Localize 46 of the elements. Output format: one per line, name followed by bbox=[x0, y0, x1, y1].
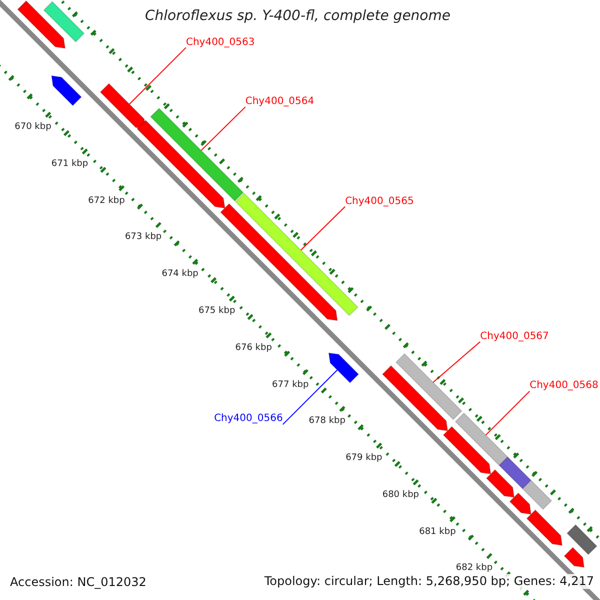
gene-feature bbox=[509, 492, 532, 515]
tick-label: 671 kbp bbox=[51, 158, 88, 171]
gene-label: Chy400_0563 bbox=[186, 36, 255, 49]
gene-label: Chy400_0564 bbox=[245, 94, 314, 108]
gene-feature bbox=[17, 0, 66, 49]
gene-feature bbox=[564, 546, 585, 568]
gene-label: Chy400_0567 bbox=[480, 330, 549, 343]
gene-feature bbox=[328, 352, 360, 384]
gene-feature bbox=[498, 456, 532, 490]
tick-label: 682 kbp bbox=[456, 562, 493, 576]
tick-label: 680 kbp bbox=[382, 488, 420, 502]
leader-line bbox=[200, 106, 246, 151]
gene-feature bbox=[395, 353, 462, 420]
gene-feature bbox=[100, 82, 146, 130]
tick-label: 678 kbp bbox=[308, 415, 346, 428]
gene-feature bbox=[566, 524, 598, 556]
gene-feature bbox=[220, 203, 338, 322]
leader-line bbox=[300, 206, 346, 251]
gene-feature bbox=[150, 108, 244, 202]
gene-feature bbox=[454, 412, 508, 466]
gene-feature bbox=[382, 365, 448, 432]
gene-feature bbox=[522, 480, 552, 510]
tick-label: 675 kbp bbox=[198, 305, 236, 318]
tick-label: 679 kbp bbox=[346, 452, 382, 466]
leader-line bbox=[432, 341, 481, 383]
tick-label: 674 kbp bbox=[162, 268, 198, 282]
gene-feature bbox=[526, 509, 563, 546]
leader-line bbox=[485, 390, 530, 436]
accession-text: Accession: NC_012032 bbox=[10, 576, 146, 589]
tick-label: 681 kbp bbox=[419, 526, 456, 539]
gene-label: Chy400_0566 bbox=[214, 412, 283, 426]
tick-label: 672 kbp bbox=[88, 194, 125, 208]
tick-label: 670 kbp bbox=[14, 121, 52, 134]
gene-feature bbox=[442, 426, 492, 474]
tick-label: 676 kbp bbox=[235, 342, 272, 355]
gene-label: Chy400_0568 bbox=[530, 379, 598, 392]
leader-line bbox=[128, 47, 186, 105]
gene-feature bbox=[486, 469, 515, 498]
gene-feature bbox=[43, 0, 85, 43]
tick-label: 677 kbp bbox=[272, 378, 309, 392]
map-title: Chloroflexus sp. Y-400-fl, complete genome bbox=[145, 10, 450, 23]
gene-feature bbox=[51, 75, 82, 106]
leader-line bbox=[282, 370, 338, 425]
gene-feature bbox=[136, 120, 226, 209]
tick-label: 673 kbp bbox=[124, 231, 162, 244]
gene-label: Chy400_0565 bbox=[345, 194, 414, 208]
